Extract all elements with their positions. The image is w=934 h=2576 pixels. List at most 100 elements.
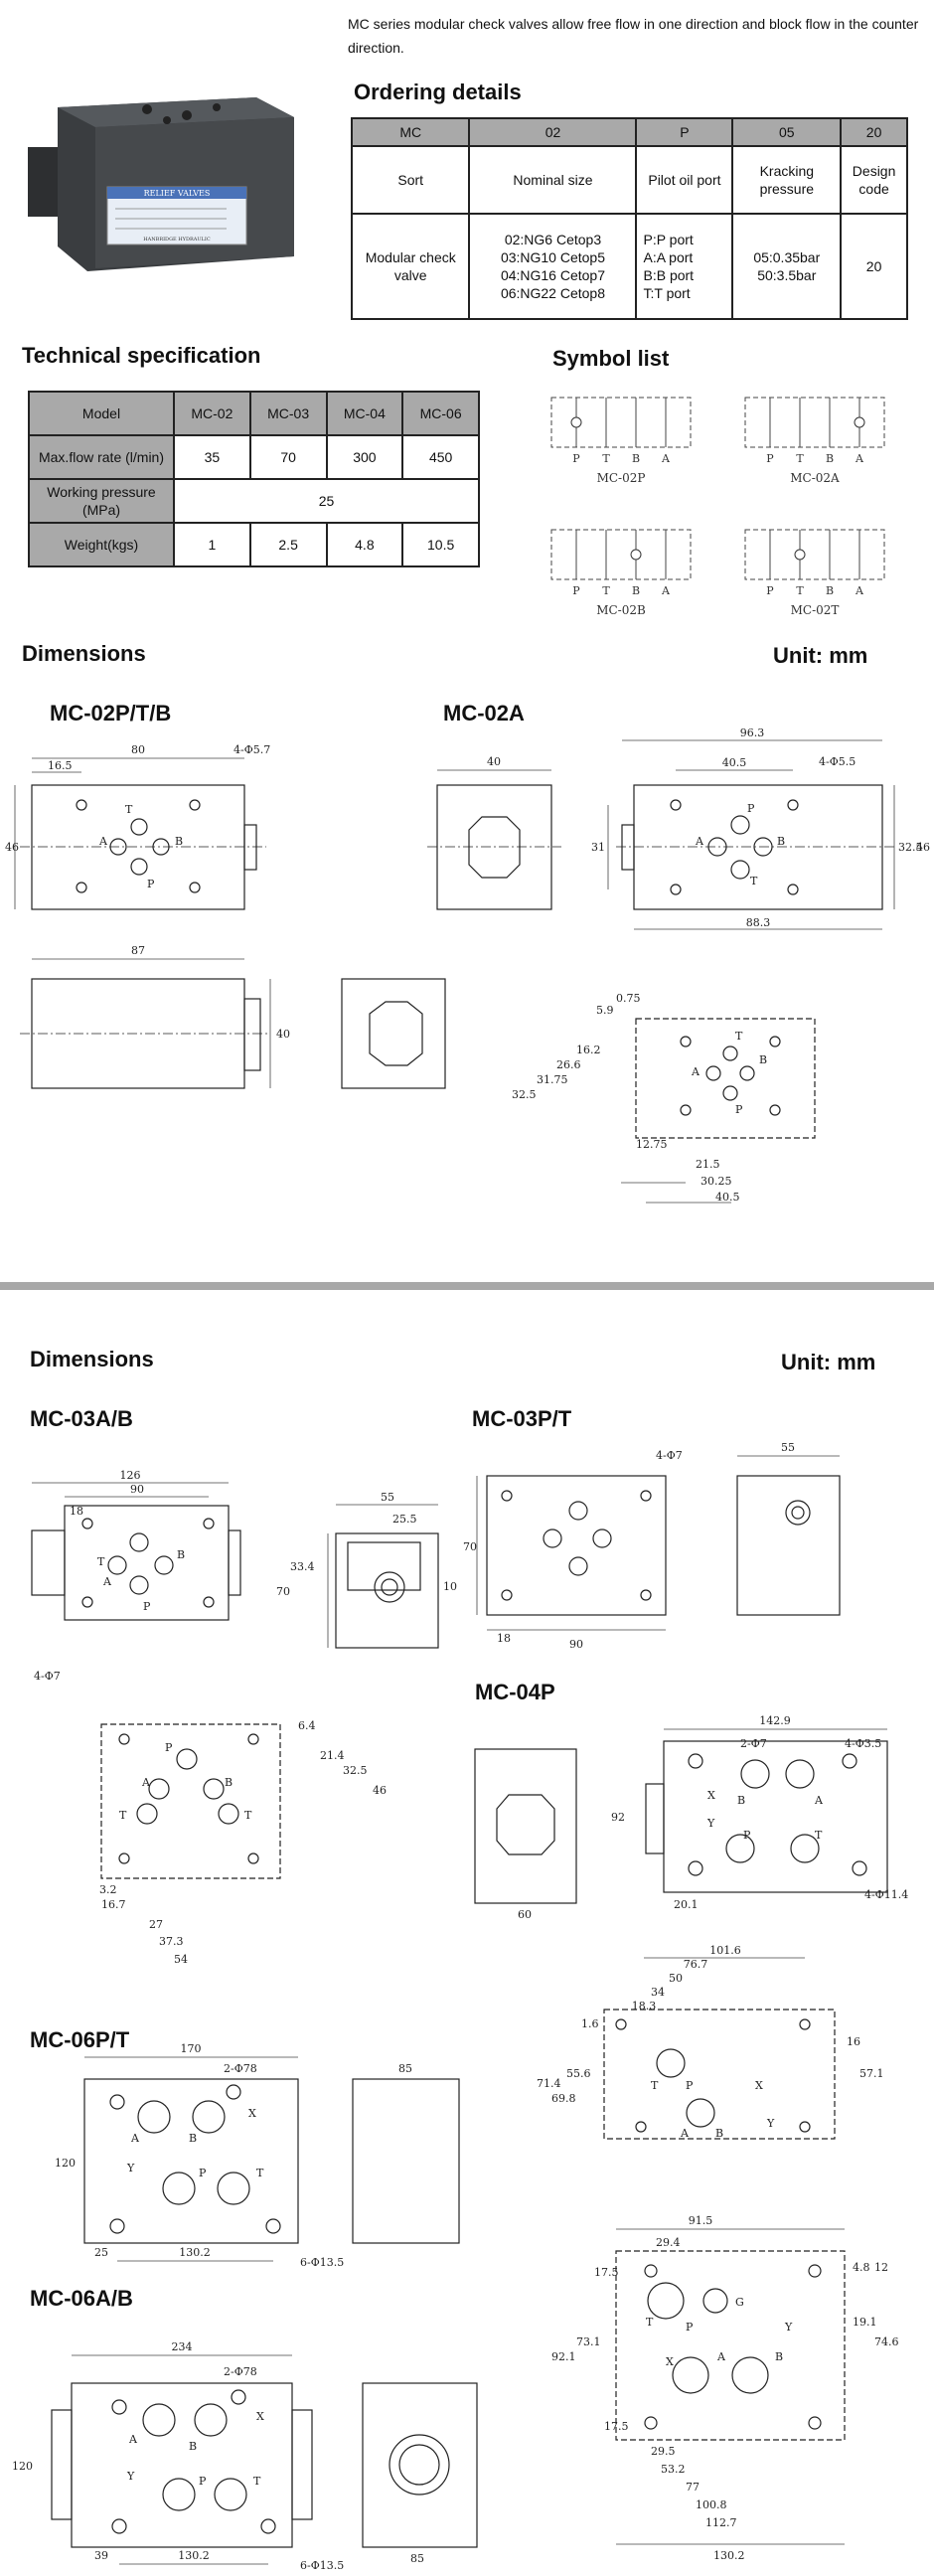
mc06pt-port-a: A xyxy=(130,2132,140,2145)
sym2-port-b: B xyxy=(826,452,834,465)
mc04p-dim-4-phi3-5: 4-Φ3.5 xyxy=(845,1737,881,1750)
ord-h-1: 02 xyxy=(468,117,638,147)
tech-weight-1: 2.5 xyxy=(248,522,328,567)
mc02p-hole-note: 4-Φ5.7 xyxy=(234,743,270,756)
mc06ab-dim2-29-5: 29.5 xyxy=(651,2445,676,2458)
unit-label-1: Unit: mm xyxy=(773,643,868,668)
mc06ab-dim2-17-5-bottom: 17.5 xyxy=(604,2420,629,2433)
ord-r1-3: Kracking pressure xyxy=(731,145,843,215)
ordering-table: MC 02 P 05 20 Sort Nominal size Pilot oi… xyxy=(350,117,908,320)
mc04p-dim-2-phi7: 2-Φ7 xyxy=(740,1737,767,1750)
mc06pt-dim-120: 120 xyxy=(55,2157,76,2170)
mc04p-dim2-101-6: 101.6 xyxy=(709,1944,741,1957)
product-photo: RELIEF VALVES HANBRIDGE HYDRAULIC xyxy=(28,97,294,271)
mc03ab-dim-70: 70 xyxy=(276,1585,290,1598)
ord-h-2: P xyxy=(635,117,734,147)
mc06ab-dim2-100-8: 100.8 xyxy=(696,2498,727,2511)
mc06ab-port-a: A xyxy=(128,2433,138,2446)
mc03ab-dim2-6-4: 6.4 xyxy=(298,1719,316,1732)
mc03ab-dim-90: 90 xyxy=(130,1483,144,1496)
mc03ab-hole-note: 4-Φ7 xyxy=(34,1670,61,1683)
ord-press: 05:0.35bar 50:3.5bar xyxy=(731,213,843,320)
sym1-port-p: P xyxy=(572,452,580,465)
mc06ab-dim2-53-2: 53.2 xyxy=(661,2463,686,2476)
symbol-diagrams: P T B A P T B A P T B A P T B A MC-02P M… xyxy=(550,397,885,617)
ord-port-2: B:B port xyxy=(643,267,695,283)
symbol-name-mc02t: MC-02T xyxy=(791,603,840,617)
mc04p-port2-b: B xyxy=(715,2127,723,2140)
ord-size-2: 04:NG16 Cetop7 xyxy=(500,267,606,283)
mc04p-dim2-55-6: 55.6 xyxy=(566,2067,591,2080)
tech-table: Model MC-02 MC-03 MC-04 MC-06 Max.flow r… xyxy=(28,391,480,567)
mc04p-port-y: Y xyxy=(706,1817,715,1830)
ord-port-1: A:A port xyxy=(643,249,694,265)
mc02a-dim2-12-75: 12.75 xyxy=(636,1138,668,1151)
mc02a-port-b: B xyxy=(777,835,785,848)
mc06ab-dim-120: 120 xyxy=(12,2460,33,2473)
mc03ab-dim-10: 10 xyxy=(443,1580,457,1593)
mc02a-dim2-30-25: 30.25 xyxy=(700,1175,732,1188)
tech-weight-label: Weight(kgs) xyxy=(28,522,175,567)
unit-label-2: Unit: mm xyxy=(781,1350,876,1374)
sym2-port-p: P xyxy=(766,452,774,465)
mc03pt-dim-18: 18 xyxy=(497,1632,511,1645)
mc02p-port-t: T xyxy=(125,803,133,816)
mc06ab-dim2-73-1: 73.1 xyxy=(576,2335,601,2348)
mc02a-dim-40-5: 40.5 xyxy=(722,756,747,769)
mc06ab-port-x: X xyxy=(256,2410,264,2423)
mc04p-dim2-76-7: 76.7 xyxy=(684,1958,708,1971)
mc02p-dim-40: 40 xyxy=(276,1028,290,1041)
tech-h-2: MC-03 xyxy=(248,391,328,436)
mc02a-port-t: T xyxy=(750,875,758,887)
mc02a-dim2-40-5: 40.5 xyxy=(715,1191,740,1204)
tech-h-3: MC-04 xyxy=(325,391,404,436)
ord-size-0: 02:NG6 Cetop3 xyxy=(504,232,602,247)
dimensions-title-1: Dimensions xyxy=(22,641,146,666)
mc04p-dim2-18-3: 18.3 xyxy=(632,2000,657,2012)
mc06ab-dim2-12: 12 xyxy=(874,2261,888,2274)
mc03pt-dim-70: 70 xyxy=(463,1540,477,1553)
mc06ab-dim-2-phi78: 2-Φ78 xyxy=(224,2365,257,2378)
sym1-port-a: A xyxy=(661,452,671,465)
mc03ab-dim2-46: 46 xyxy=(373,1784,387,1797)
mc03ab-port-b: B xyxy=(177,1548,185,1561)
mc06pt-port-x: X xyxy=(248,2107,256,2120)
mc02a-hole-note: 4-Φ5.5 xyxy=(819,755,856,768)
mc02a-dim2-5-9: 5.9 xyxy=(596,1004,614,1017)
sym3-port-b: B xyxy=(632,584,640,597)
ord-h-4: 20 xyxy=(840,117,908,147)
tech-weight-3: 10.5 xyxy=(401,522,480,567)
mc06ab-port-b: B xyxy=(189,2440,197,2453)
mc03pt-hole-note: 4-Φ7 xyxy=(656,1449,683,1462)
mc04p-title: MC-04P xyxy=(475,1680,555,1704)
symbols-title: Symbol list xyxy=(552,346,670,371)
mc04p-dim-4-phi11-4: 4-Φ11.4 xyxy=(864,1888,908,1901)
mc06ab-port2-a: A xyxy=(716,2350,726,2363)
mc02p-port-b: B xyxy=(175,835,183,848)
mc02p-dim-46: 46 xyxy=(5,841,19,854)
mc06ab-port-y: Y xyxy=(126,2470,135,2483)
mc06pt-dim-2-phi78: 2-Φ78 xyxy=(224,2062,257,2075)
mc04p-dim2-50: 50 xyxy=(669,1972,683,1985)
intro-text: MC series modular check valves allow fre… xyxy=(348,16,919,56)
ord-port-0: P:P port xyxy=(643,232,694,247)
dimensions-title-2: Dimensions xyxy=(30,1347,154,1371)
mc02a-dim2-16-2: 16.2 xyxy=(576,1044,601,1056)
tech-flow-3: 450 xyxy=(401,434,480,480)
sym1-port-b: B xyxy=(632,452,640,465)
mc04p-port2-p: P xyxy=(686,2079,694,2092)
mc02a-dim-46: 46 xyxy=(916,841,930,854)
sym4-port-p: P xyxy=(766,584,774,597)
mc03ab-dim2-32-5: 32.5 xyxy=(343,1764,368,1777)
ord-h-0: MC xyxy=(350,117,471,147)
mc04p-port-b: B xyxy=(737,1794,745,1807)
mc06ab-port2-t: T xyxy=(646,2316,654,2329)
mc03ab-dim2-27: 27 xyxy=(149,1918,163,1931)
ordering-title: Ordering details xyxy=(354,80,522,104)
mc06ab-port-p: P xyxy=(199,2475,207,2488)
mc06pt-title: MC-06P/T xyxy=(30,2027,130,2052)
tech-pressure-label: Working pressure (MPa) xyxy=(28,478,175,524)
mc02p-port-p: P xyxy=(147,878,155,890)
mc06ab-dim2-91-5: 91.5 xyxy=(689,2214,713,2227)
mc03pt-dim-90: 90 xyxy=(569,1638,583,1651)
